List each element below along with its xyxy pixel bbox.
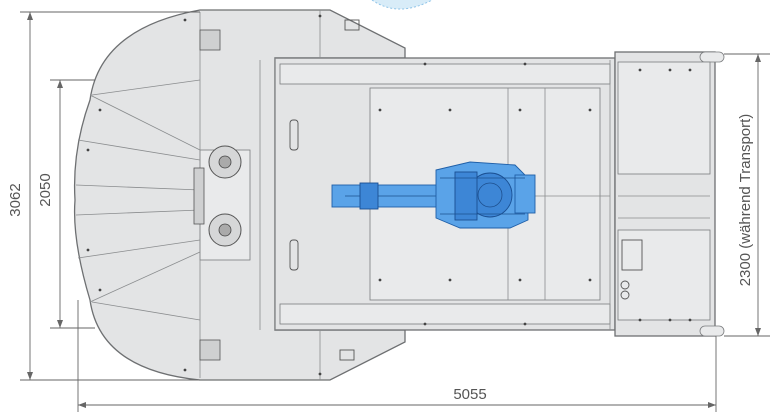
robot-wrist — [359, 182, 379, 210]
transport-width-label: 2300 (während Transport) — [737, 114, 754, 287]
bolt-dots — [86, 14, 692, 376]
overall-length-label: 5055 — [453, 386, 486, 403]
dimension-2050 — [50, 79, 95, 329]
right-cabinet — [617, 229, 711, 321]
inner-height-label: 2050 — [37, 173, 54, 206]
top-motor — [199, 29, 221, 51]
overall-height-label: 3062 — [7, 183, 24, 216]
spring-element — [193, 167, 205, 225]
bottom-rail-plate — [279, 303, 611, 325]
robot-motor — [514, 174, 536, 214]
top-rail-plate — [279, 63, 611, 85]
dimension-3062 — [20, 11, 200, 381]
bottom-motor — [199, 339, 221, 361]
robot-arm — [331, 161, 536, 229]
right-end-rail-bottom — [699, 325, 725, 337]
fan-ribs — [75, 79, 201, 321]
dimension-5055 — [77, 300, 717, 412]
dimension-2300 — [724, 53, 770, 337]
robot-upper-arm — [454, 171, 478, 221]
right-upper-plate — [617, 61, 711, 175]
right-end-rail-top — [699, 51, 725, 63]
top-circle-arc — [371, 0, 433, 10]
